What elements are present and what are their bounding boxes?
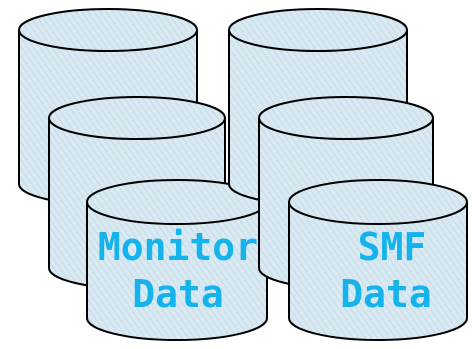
monitor-label-line2: Data (132, 272, 224, 316)
smf-label-line2: Data (340, 272, 432, 316)
smf-data-stack: SMF Data (228, 8, 468, 341)
smf-label-line1: SMF (358, 225, 427, 269)
cylinder-front-left (86, 179, 268, 341)
monitor-data-stack: Monitor Data (18, 8, 268, 341)
monitor-label-line1: Monitor (98, 225, 258, 269)
cylinder-front-right (288, 179, 468, 341)
